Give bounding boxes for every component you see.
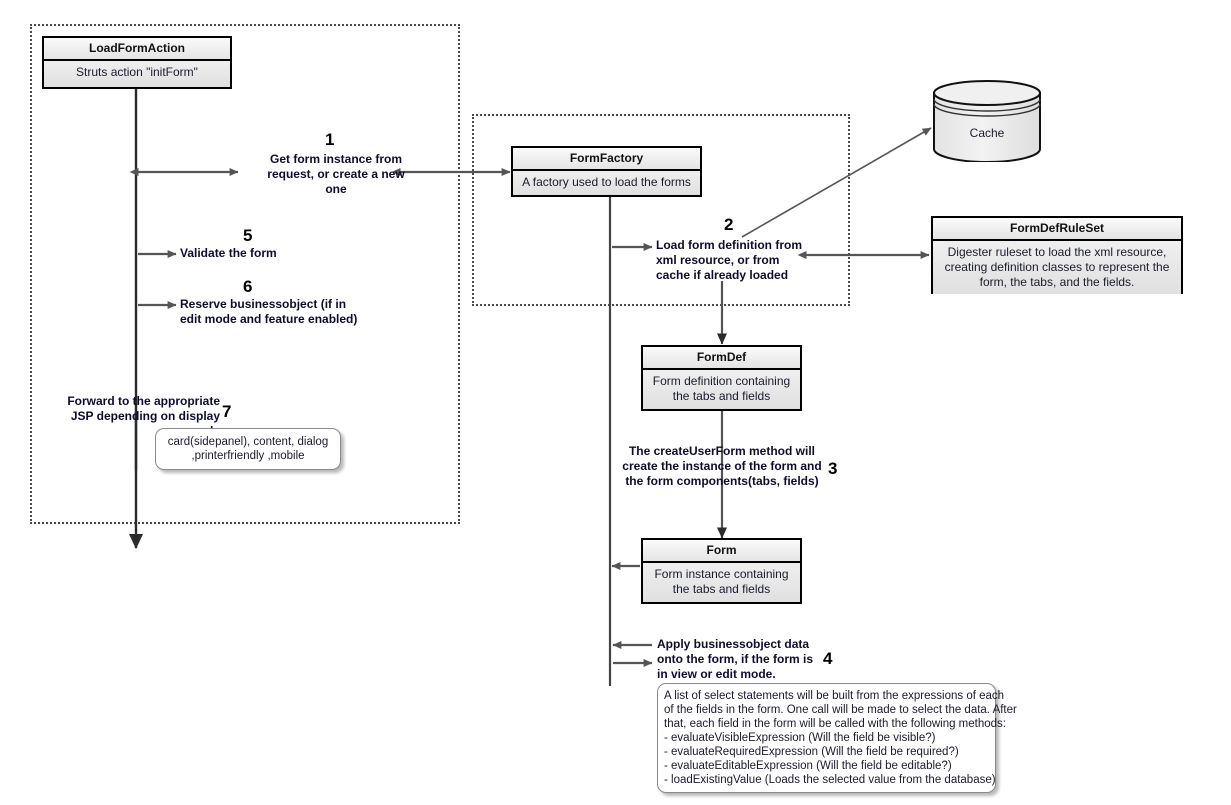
step-number-3: 3 (828, 459, 838, 478)
box-form-def-body: Form definition containing the tabs and … (643, 370, 800, 409)
step-6-line-1: Reserve businessobject (if in (180, 297, 347, 311)
box-form[interactable]: Form Form instance containing the tabs a… (641, 538, 802, 604)
box-form-def-body-text: Form definition containing the tabs and … (652, 374, 791, 403)
box-form-def-rule-set-title: FormDefRuleSet (933, 218, 1181, 241)
box-form-factory-body-text: A factory used to load the forms (522, 175, 691, 189)
step-1-line-3: one (325, 182, 347, 196)
box-load-form-action[interactable]: LoadFormAction Struts action "initForm" (42, 36, 232, 89)
cache-cylinder[interactable]: Cache (932, 80, 1042, 163)
step-2-line-3: cache if already loaded (656, 268, 789, 282)
step-number-1: 1 (325, 130, 335, 149)
box-form-body: Form instance containing the tabs and fi… (643, 563, 800, 602)
box-form-def-rule-set[interactable]: FormDefRuleSet Digester ruleset to load … (931, 216, 1183, 294)
step-3-line-1: The createUserForm method will (628, 444, 816, 458)
step-5-label: Validate the form (180, 246, 360, 261)
step-number-5: 5 (243, 226, 253, 245)
step-number-2: 2 (724, 215, 734, 234)
step-number-6: 6 (243, 277, 253, 296)
box-form-factory-body: A factory used to load the forms (513, 171, 700, 195)
step-6-line-2: edit mode and feature enabled) (180, 312, 358, 326)
step-3-line-2: create the instance of the form and (622, 459, 822, 473)
box-load-form-action-title: LoadFormAction (44, 38, 230, 61)
step-4-label: Apply businessobject data onto the form,… (657, 637, 847, 682)
box-form-title: Form (643, 540, 800, 563)
note-expressions-line-4: - evaluateVisibleExpression (Will the fi… (664, 732, 936, 744)
step-3-label: The createUserForm method will create th… (618, 444, 826, 489)
step-4-line-1: Apply businessobject data (657, 637, 810, 651)
step-1-label: Get form instance from request, or creat… (246, 152, 426, 197)
note-display-modes-line-1: card(sidepanel), content, dialog (167, 436, 329, 448)
box-form-def[interactable]: FormDef Form definition containing the t… (641, 345, 802, 411)
box-load-form-action-body-text: Struts action "initForm" (76, 65, 198, 79)
box-load-form-action-body: Struts action "initForm" (44, 61, 230, 87)
note-display-modes[interactable]: card(sidepanel), content, dialog ,printe… (155, 428, 341, 470)
step-1-line-1: Get form instance from (269, 152, 403, 166)
note-expressions-line-6: - evaluateEditableExpression (Will the f… (664, 760, 952, 772)
cache-label: Cache (969, 126, 1005, 140)
step-2-line-1: Load form definition from (656, 238, 802, 252)
step-7-line-2: JSP depending on display (70, 409, 220, 423)
note-expressions-line-7: - loadExistingValue (Loads the selected … (664, 774, 996, 786)
group-left-scope (30, 24, 460, 524)
cache-shape (933, 80, 1041, 163)
note-expressions-line-2: of the fields in the form. One call will… (664, 704, 1017, 716)
step-2-line-2: xml resource, or from (656, 253, 780, 267)
step-1-line-2: request, or create a new (267, 167, 405, 181)
step-3-line-3: the form components(tabs, fields) (625, 474, 819, 488)
note-expressions-line-5: - evaluateRequiredExpression (Will the f… (664, 746, 959, 758)
step-4-line-2: onto the form, if the form is (657, 652, 813, 666)
box-form-factory-title: FormFactory (513, 148, 700, 171)
step-4-line-3: in view or edit mode. (657, 667, 776, 681)
box-form-def-rule-set-body: Digester ruleset to load the xml resourc… (933, 241, 1181, 294)
box-form-body-text: Form instance containing the tabs and fi… (654, 567, 789, 596)
note-expressions-line-3: that, each field in the form will be cal… (664, 718, 1006, 730)
step-6-label: Reserve businessobject (if in edit mode … (180, 297, 380, 327)
note-expressions-line-1: A list of select statements will be buil… (664, 690, 1005, 702)
step-7-line-1: Forward to the appropriate (67, 394, 220, 408)
step-number-7: 7 (222, 402, 232, 421)
box-form-factory[interactable]: FormFactory A factory used to load the f… (511, 146, 702, 197)
note-expressions[interactable]: A list of select statements will be buil… (657, 683, 1017, 793)
box-form-def-rule-set-body-text: Digester ruleset to load the xml resourc… (944, 245, 1170, 289)
box-form-def-title: FormDef (643, 347, 800, 370)
step-5-line-1: Validate the form (180, 246, 277, 260)
step-number-4: 4 (823, 649, 833, 668)
step-2-label: Load form definition from xml resource, … (656, 238, 856, 283)
note-display-modes-line-2: ,printerfriendly ,mobile (191, 450, 305, 462)
